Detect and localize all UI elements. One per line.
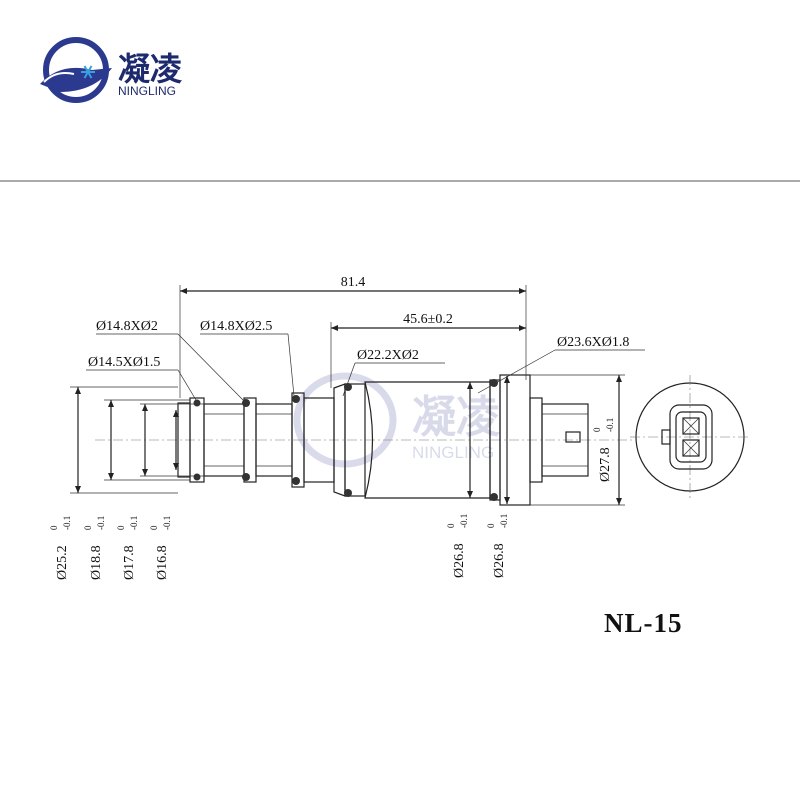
dim-diameters-right [467, 374, 625, 506]
diameter-label-4: Ø16.8 [155, 545, 170, 580]
overall-length-label: 81.4 [341, 275, 366, 290]
logo-emblem [40, 37, 112, 103]
seal-label-3: Ø14.5XØ1.5 [88, 355, 160, 370]
svg-text:0: 0 [149, 525, 159, 530]
svg-text:-0.1: -0.1 [605, 418, 615, 432]
svg-text:0: 0 [486, 523, 496, 528]
seal-label-2: Ø14.8XØ2.5 [200, 319, 272, 334]
diameter-label-6: Ø26.8 [492, 543, 507, 578]
brand-name-cn: 凝凌 [118, 50, 183, 88]
svg-text:-0.1: -0.1 [459, 514, 469, 528]
diameter-label-1: Ø25.2 [55, 545, 70, 580]
watermark-en: NINGLING [412, 443, 494, 462]
svg-text:0: 0 [83, 525, 93, 530]
model-number: NL-15 [604, 608, 683, 638]
brand-logo: 凝凌 NINGLING [40, 37, 183, 103]
diameter-label-2: Ø18.8 [89, 545, 104, 580]
svg-text:0: 0 [49, 525, 59, 530]
brand-name-en: NINGLING [118, 84, 176, 98]
watermark-cn: 凝凌 [412, 392, 500, 443]
dim-overall-length: 81.4 [179, 275, 527, 398]
diameter-label-5: Ø26.8 [452, 543, 467, 578]
seal-label-5: Ø23.6XØ1.8 [557, 335, 629, 350]
diameter-label-7: Ø27.8 [598, 447, 613, 482]
snowflake-icon [81, 65, 95, 79]
svg-text:-0.1: -0.1 [96, 516, 106, 530]
section-length-label: 45.6±0.2 [403, 312, 453, 327]
svg-text:-0.1: -0.1 [129, 516, 139, 530]
dim-section-length: 45.6±0.2 [330, 312, 526, 388]
svg-text:-0.1: -0.1 [162, 516, 172, 530]
seal-label-4: Ø22.2XØ2 [357, 348, 419, 363]
seal-callouts: Ø14.8XØ2 Ø14.8XØ2.5 Ø14.5XØ1.5 Ø22.2XØ2 … [86, 319, 645, 401]
svg-text:-0.1: -0.1 [62, 516, 72, 530]
svg-text:0: 0 [446, 523, 456, 528]
seal-label-1: Ø14.8XØ2 [96, 319, 158, 334]
diameter-label-3: Ø17.8 [122, 545, 137, 580]
valve-end-view [630, 375, 750, 500]
dim-diameters-left [70, 386, 204, 494]
svg-text:0: 0 [592, 427, 602, 432]
diameter-labels-right: Ø26.8 0 -0.1 Ø26.8 0 -0.1 Ø27.8 0 -0.1 [446, 418, 615, 578]
svg-text:0: 0 [116, 525, 126, 530]
diameter-labels-left: Ø25.2 0 -0.1 Ø18.8 0 -0.1 Ø17.8 0 -0.1 Ø… [49, 516, 172, 580]
svg-text:-0.1: -0.1 [499, 514, 509, 528]
